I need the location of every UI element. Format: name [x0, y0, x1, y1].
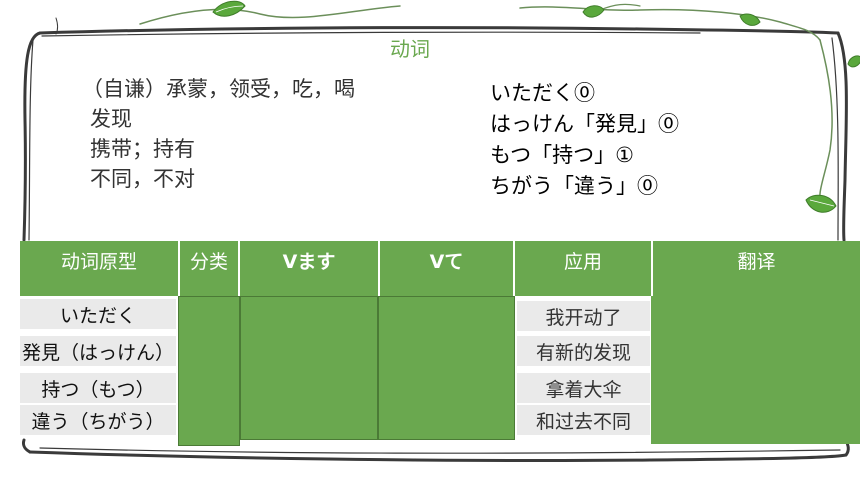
meaning-item: 不同，不对	[90, 167, 195, 191]
reading-list: いただく⓪ はっけん「発見」⓪ もつ「持つ」① ちがう「違う」⓪	[490, 78, 679, 202]
table-row-word: 違う（ちがう）	[20, 405, 176, 435]
header-cell-te-form: Vて	[380, 241, 515, 296]
header-cell-masu-form: Vます	[240, 241, 380, 296]
masu-form-column	[240, 296, 378, 440]
header-cell-base-form: 动词原型	[20, 241, 180, 296]
reading-item: ちがう「違う」⓪	[490, 174, 658, 198]
section-title: 动词	[390, 37, 430, 61]
table-row-word: 持つ（もつ）	[20, 373, 176, 403]
header-cell-category: 分类	[180, 241, 240, 296]
te-form-column	[378, 296, 515, 440]
meaning-item: 携带；持有	[90, 137, 195, 161]
category-column	[178, 296, 240, 446]
table-row-usage: 和过去不同	[517, 405, 650, 435]
reading-item: もつ「持つ」①	[490, 143, 634, 167]
meaning-list: （自谦）承蒙，领受，吃，喝 发现 携带；持有 不同，不对	[82, 74, 355, 194]
table-row-word: 発見（はっけん）	[20, 336, 176, 366]
header-cell-translation: 翻译	[653, 241, 860, 296]
meaning-item: （自谦）承蒙，领受，吃，喝	[82, 77, 355, 101]
table-row-usage: 我开动了	[517, 301, 650, 331]
reading-item: いただく⓪	[490, 81, 595, 105]
translation-column	[651, 296, 860, 444]
table-row-usage: 拿着大伞	[517, 373, 650, 403]
table-header: 动词原型 分类 Vます Vて 应用 翻译	[20, 241, 860, 296]
table-row-usage: 有新的发现	[517, 336, 650, 366]
table-row-word: いただく	[20, 299, 176, 329]
reading-item: はっけん「発見」⓪	[490, 112, 679, 136]
meaning-item: 发现	[90, 107, 132, 131]
header-cell-usage: 应用	[515, 241, 653, 296]
